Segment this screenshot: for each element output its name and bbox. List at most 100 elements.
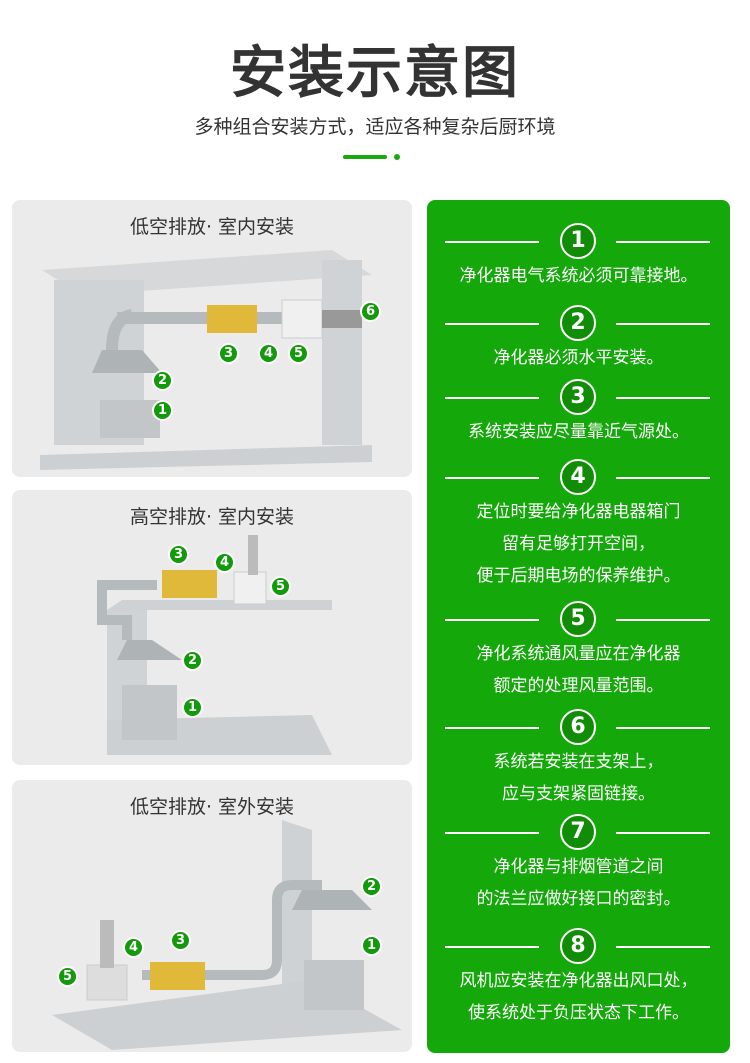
fan xyxy=(233,571,267,605)
divider-line xyxy=(445,946,539,948)
badge-2: 2 xyxy=(152,370,173,391)
panel-high-indoor: 高空排放· 室内安装 1 2 3 4 5 xyxy=(12,490,412,765)
step-6: 6 系统若安装在支架上， 应与支架紧固链接。 xyxy=(427,709,730,809)
divider-line xyxy=(616,619,710,621)
step-number-icon: 8 xyxy=(560,928,596,964)
step-number-icon: 2 xyxy=(560,305,596,341)
step-text: 应与支架紧固链接。 xyxy=(502,784,655,804)
stove xyxy=(122,685,177,740)
panel-title: 低空排放· 室外安装 xyxy=(129,796,295,818)
step-number-icon: 4 xyxy=(560,459,596,495)
duct xyxy=(97,580,157,640)
outlet xyxy=(322,310,362,328)
panel-title: 低空排放· 室内安装 xyxy=(129,216,295,238)
badge-4: 4 xyxy=(123,937,144,958)
badge-2: 2 xyxy=(361,876,382,897)
step-7: 7 净化器与排烟管道之间的法兰应做好接口的密封。 xyxy=(427,814,730,914)
step-header: 3 xyxy=(427,379,730,415)
badge-1: 1 xyxy=(152,400,173,421)
step-header: 5 xyxy=(427,601,730,637)
stove xyxy=(304,960,364,1010)
low-outdoor-diagram xyxy=(52,820,402,1050)
purifier xyxy=(207,305,257,333)
step-number-icon: 3 xyxy=(560,379,596,415)
divider-line xyxy=(445,323,539,325)
step-text: 系统若安装在支架上， xyxy=(493,752,664,772)
step-text: 净化器必须水平安装。 xyxy=(493,348,664,368)
stove xyxy=(100,400,160,438)
step-number-icon: 7 xyxy=(560,814,596,850)
badge-5: 5 xyxy=(57,966,78,987)
badge-3: 3 xyxy=(170,930,191,951)
badge-1: 1 xyxy=(182,697,203,718)
badge-2: 2 xyxy=(182,650,203,671)
chimney xyxy=(248,535,258,575)
panel-low-indoor: 低空排放· 室内安装 1 2 3 4 5 6 xyxy=(12,200,412,477)
badge-3: 3 xyxy=(168,544,189,565)
step-text: 的法兰应做好接口的密封。 xyxy=(476,889,681,909)
divider-line xyxy=(445,727,539,729)
step-1: 1 净化器电气系统必须可靠接地。 xyxy=(427,223,730,291)
step-number-icon: 1 xyxy=(560,223,596,259)
page-subtitle: 多种组合安装方式，适应各种复杂后厨环境 xyxy=(194,116,556,138)
badge-4: 4 xyxy=(258,343,279,364)
divider-line xyxy=(445,477,539,479)
divider-dot xyxy=(394,154,400,160)
step-4: 4 定位时要给净化器电器箱门留有足够打开空间， 便于后期电场的保养维护。 xyxy=(427,459,730,591)
badge-5: 5 xyxy=(288,343,309,364)
divider-line xyxy=(445,832,539,834)
purifier xyxy=(162,570,217,598)
step-header: 8 xyxy=(427,928,730,964)
divider-line xyxy=(445,397,539,399)
step-text: 使系统处于负压状态下工作。 xyxy=(468,1003,689,1023)
divider-line xyxy=(616,946,710,948)
purifier xyxy=(150,962,205,990)
step-number-icon: 5 xyxy=(560,601,596,637)
install-notes-panel: 1 净化器电气系统必须可靠接地。 2 净化器必须水平安装。 3 系统安装应尽量靠近气源处。… xyxy=(427,200,730,1053)
ceiling xyxy=(107,600,332,610)
step-8: 8 风机应安装在净化器出风口处， 使系统处于负压状态下工作。 xyxy=(427,928,730,1028)
badge-3: 3 xyxy=(218,343,239,364)
badge-6: 6 xyxy=(360,301,381,322)
divider-line xyxy=(616,727,710,729)
fan xyxy=(86,964,128,1001)
hood xyxy=(292,890,372,910)
step-text: 净化器电气系统必须可靠接地。 xyxy=(459,266,698,286)
step-number-icon: 6 xyxy=(560,709,596,745)
divider-line xyxy=(616,477,710,479)
hood xyxy=(92,350,162,373)
step-3: 3 系统安装应尽量靠近气源处。 xyxy=(427,379,730,447)
fan xyxy=(281,299,323,339)
step-text: 额定的处理风量范围。 xyxy=(493,676,664,696)
badge-1: 1 xyxy=(361,935,382,956)
duct xyxy=(142,880,322,980)
badge-5: 5 xyxy=(270,576,291,597)
step-text: 定位时要给净化器电器箱门 xyxy=(476,502,681,522)
step-2: 2 净化器必须水平安装。 xyxy=(427,305,730,373)
hood xyxy=(117,640,182,660)
high-indoor-diagram xyxy=(97,535,332,755)
right-wall xyxy=(322,260,362,445)
step-text: 系统安装应尽量靠近气源处。 xyxy=(468,422,689,442)
step-text: 便于后期电场的保养维护。 xyxy=(476,566,681,586)
duct xyxy=(117,312,292,324)
step-header: 7 xyxy=(427,814,730,850)
divider-line xyxy=(616,397,710,399)
step-text: 净化系统通风量应在净化器 xyxy=(476,644,681,664)
step-text: 风机应安装在净化器出风口处， xyxy=(459,971,698,991)
chimney xyxy=(100,920,114,968)
step-header: 6 xyxy=(427,709,730,745)
divider-line xyxy=(616,241,710,243)
badge-4: 4 xyxy=(214,552,235,573)
step-text: 净化器与排烟管道之间 xyxy=(493,857,664,877)
panel-title: 高空排放· 室内安装 xyxy=(129,506,295,528)
divider-bar xyxy=(343,155,387,159)
divider-line xyxy=(445,241,539,243)
floor xyxy=(40,445,372,470)
step-text: 留有足够打开空间， xyxy=(502,534,655,554)
panel-low-outdoor: 低空排放· 室外安装 1 2 3 4 5 xyxy=(12,780,412,1052)
page-title: 安装示意图 xyxy=(230,41,520,106)
divider-line xyxy=(445,619,539,621)
divider-line xyxy=(616,832,710,834)
step-header: 4 xyxy=(427,459,730,495)
